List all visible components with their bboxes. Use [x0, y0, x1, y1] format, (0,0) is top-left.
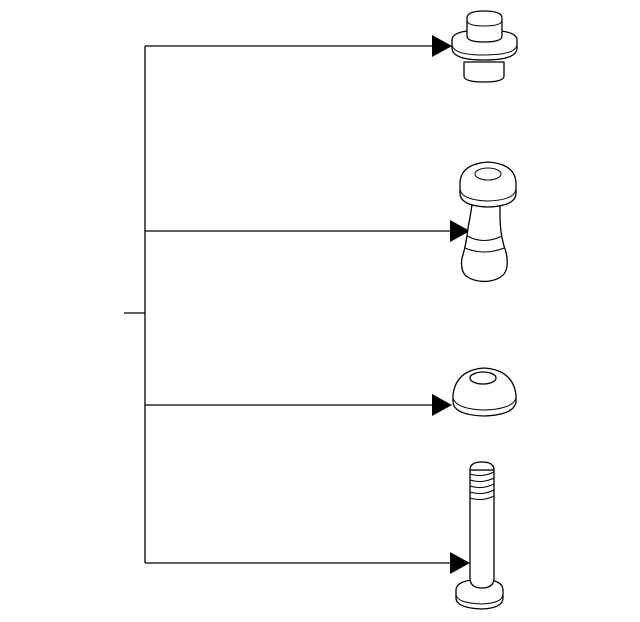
leader-tree [124, 35, 470, 574]
arrowhead-3 [432, 394, 452, 416]
threaded-bolt-part [455, 461, 504, 610]
grommet-part [451, 10, 518, 83]
spacer-part [459, 161, 517, 283]
arrowhead-2 [450, 220, 470, 242]
arrowhead-1 [432, 35, 452, 57]
arrowhead-4 [450, 552, 470, 574]
cap-part [452, 367, 517, 417]
